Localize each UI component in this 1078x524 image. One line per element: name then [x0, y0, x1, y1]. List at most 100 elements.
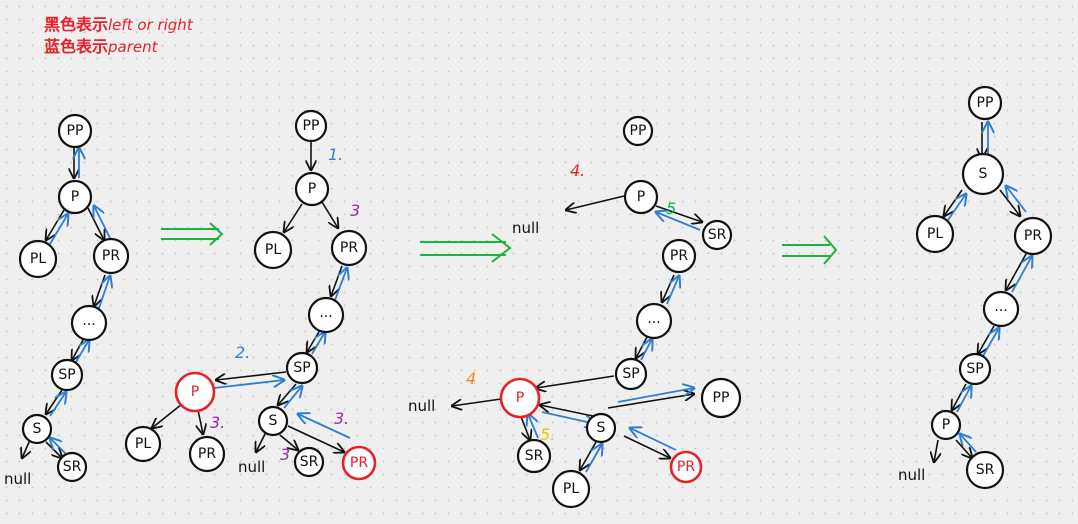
p3-node-pr-red-label: PR	[677, 459, 695, 475]
p2-null-label: null	[238, 458, 265, 476]
p3-edge-p-sr-lower	[519, 413, 530, 440]
p4-node-pp-label: PP	[977, 95, 994, 111]
p3-node-sr-lower-label: SR	[525, 448, 544, 464]
p3-edge-sp-p-left	[536, 375, 615, 388]
p2-node-pr-label: PR	[340, 240, 358, 256]
p1-node-sp: SP	[50, 358, 84, 392]
p2-edge-s-sr	[279, 434, 298, 450]
p3-node-pl: PL	[551, 469, 591, 509]
p4-node-pl: PL	[915, 214, 955, 254]
p1-node-s-label: S	[33, 421, 42, 437]
p4-edge-sr-p-parent	[960, 434, 977, 453]
p3-edge-sr-p-parent-lower	[528, 414, 539, 439]
p1-node-dots: ...	[70, 304, 108, 342]
p3-edge-dots-pr-parent	[666, 276, 679, 305]
edge-s-sr	[45, 441, 62, 458]
p4-node-dots: ...	[982, 290, 1020, 328]
p4-edge-p-sr	[955, 439, 972, 458]
p4-node-pr-label: PR	[1024, 228, 1042, 244]
legend-black-cn: 黑色表示	[44, 15, 109, 34]
p3-edge-pp-s-parent	[617, 388, 694, 403]
p4-node-pp: PP	[967, 85, 1003, 121]
edge-pr-dots	[94, 274, 106, 306]
edge-dots-sp	[72, 337, 85, 360]
p1-node-p-label: P	[71, 189, 79, 205]
p2-node-pl-lower-label: PL	[135, 436, 151, 452]
p2-node-sp-label: SP	[293, 360, 310, 376]
transition-arrow-2	[420, 233, 512, 263]
p1-node-pl-label: PL	[30, 251, 46, 267]
p1-node-dots-label: ...	[82, 313, 95, 329]
p3-node-pp-right: PP	[700, 377, 742, 419]
p3-edge-dots-sp	[636, 336, 648, 358]
p4-node-pl-label: PL	[927, 226, 943, 242]
p3-step-4-left: 4	[466, 369, 476, 388]
p2-step-2: 2.	[235, 343, 250, 362]
p4-edge-sp-p	[952, 383, 967, 410]
edge-s-null	[22, 439, 30, 458]
p4-node-sr-label: SR	[976, 462, 995, 478]
edge-pr-p-parent	[94, 206, 111, 239]
p1-node-sp-label: SP	[58, 367, 75, 383]
panel-1-original-tree: PP P PL PR ... SP S SR null	[4, 113, 130, 488]
p1-null-label: null	[4, 470, 31, 488]
p3-node-sr: SR	[701, 219, 733, 251]
p4-edge-sp-dots-parent	[982, 328, 999, 357]
p3-node-sp-label: SP	[622, 366, 639, 382]
p2-step-3-bottom: 3	[280, 445, 290, 464]
p2-node-p-red-label: P	[191, 384, 199, 400]
p2-node-p: P	[294, 171, 330, 207]
p3-node-p-label: P	[637, 189, 645, 205]
p3-edge-p-null	[566, 195, 625, 210]
p4-edge-s-pr	[999, 189, 1020, 216]
p2-edge-prred-s-parent	[298, 414, 351, 439]
p2-node-dots: ...	[307, 296, 345, 334]
edge-dots-pr-parent	[98, 276, 110, 309]
p3-edge-s-prred	[623, 435, 670, 458]
p2-edge-s-prred	[287, 425, 344, 452]
p3-null-lower: null	[408, 397, 435, 415]
p3-node-sr-lower: SR	[516, 438, 552, 474]
p2-edge-p-sp-parent	[213, 380, 284, 389]
p2-node-s: S	[257, 405, 289, 437]
p2-step-3-left: 3.	[210, 413, 225, 432]
p4-edge-dots-pr-parent	[1011, 256, 1032, 293]
p2-edge-sp-p-left	[216, 371, 287, 380]
p2-edge-p-pr	[321, 201, 338, 228]
p2-node-p-label: P	[308, 181, 316, 197]
p3-node-s-label: S	[597, 420, 606, 436]
p3-node-p: P	[623, 179, 659, 215]
p4-node-s-label: S	[979, 166, 988, 182]
p4-edge-p-sp-parent	[956, 386, 971, 413]
edge-pl-p-parent	[49, 214, 68, 245]
p2-edge-dots-sp	[307, 329, 321, 352]
edge-sr-s-parent	[50, 438, 67, 455]
p1-node-pr: PR	[92, 237, 130, 275]
legend: 黑色表示left or right 蓝色表示parent	[44, 14, 193, 58]
p3-node-dots: ...	[635, 302, 673, 340]
p2-node-pr-red-label: PR	[350, 455, 368, 471]
p2-step-1: 1.	[328, 145, 343, 164]
p2-node-pp: PP	[294, 109, 328, 143]
p4-node-s: S	[961, 152, 1005, 196]
p3-edge-s-pl	[580, 441, 597, 470]
p1-node-pp-label: PP	[67, 123, 84, 139]
p3-edge-s-pp	[607, 394, 694, 409]
p1-node-s: S	[21, 413, 53, 445]
p4-node-sp: SP	[958, 352, 992, 386]
p1-node-sr: SR	[56, 451, 88, 483]
p3-edge-pr-dots	[662, 274, 675, 302]
p4-edge-pr-s-parent	[1006, 186, 1027, 213]
p3-edge-p-sr	[655, 205, 702, 222]
p2-node-sr-label: SR	[300, 454, 319, 470]
p4-node-sr: SR	[965, 450, 1005, 490]
p2-node-pp-label: PP	[303, 118, 320, 134]
p2-edge-s-null	[256, 431, 267, 452]
p2-node-pr-lower-label: PR	[198, 446, 216, 462]
p3-node-dots-label: ...	[647, 311, 660, 327]
p2-node-pr-lower: PR	[188, 435, 226, 473]
p2-node-pl-lower: PL	[124, 425, 162, 463]
p4-node-pr: PR	[1013, 216, 1053, 256]
p3-step-5-top: 5	[666, 199, 676, 218]
p3-node-p-red: P	[499, 377, 541, 419]
